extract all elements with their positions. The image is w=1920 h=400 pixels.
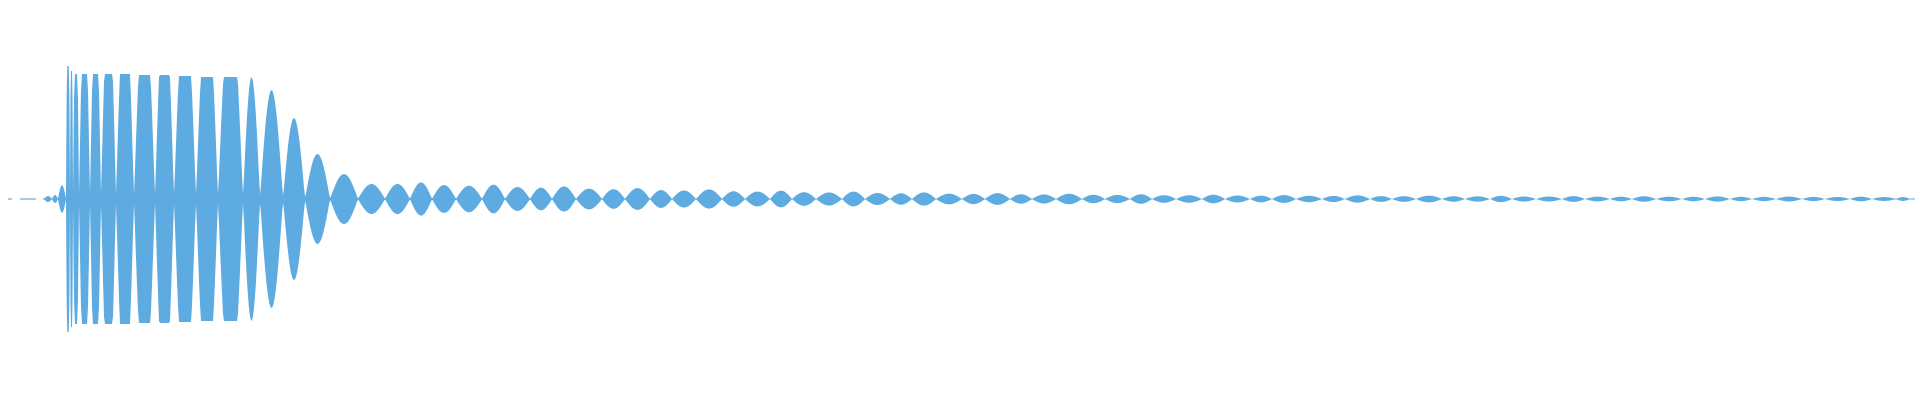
waveform-lobe [722,191,745,207]
waveform-lobe [305,154,330,244]
waveform-lobe [1682,196,1705,202]
waveform-lobe [1010,194,1032,204]
waveform-lobe [1802,196,1825,202]
waveform-lobe [330,174,358,224]
waveform-lobe [196,77,218,321]
waveform-lobe [1536,196,1562,202]
waveform-lobe [1345,195,1370,203]
waveform-lobe [1442,196,1465,202]
waveform-lobe [1250,195,1272,203]
waveform-lobe [1632,196,1656,202]
waveform-lobe [1490,195,1512,203]
waveform-lobe [358,184,385,214]
waveform-lobe [101,74,116,324]
waveform-lobe [672,190,696,208]
waveform-lobe [696,189,722,209]
waveform-lobe [912,192,936,206]
waveform-lobe [1585,196,1610,202]
waveform-lobe [1850,196,1872,202]
waveform-lobe [842,191,865,207]
waveform-lobe [1370,196,1392,202]
waveform-lobe [70,71,73,327]
waveform-lobes [8,66,1915,332]
waveform-lobe [985,193,1010,205]
waveform-lobe [1825,197,1850,201]
waveform-lobe [1392,196,1416,202]
waveform-lobe [385,184,410,214]
waveform-lobe [73,74,79,324]
waveform-lobe [1322,195,1345,203]
waveform-lobe [650,190,672,208]
waveform-lobe [155,75,174,323]
waveform-lobe [602,189,625,209]
waveform-lobe [1776,196,1802,202]
waveform-lobe [962,193,985,205]
waveform-lobe [1105,194,1130,204]
waveform-lobe [52,195,58,203]
waveform-lobe [1416,195,1442,203]
waveform-lobe [1562,196,1585,202]
waveform-lobe [79,74,90,324]
waveform-lobe [456,185,482,213]
waveform-lobe [1225,195,1250,203]
waveform-lobe [1610,196,1632,202]
waveform-lobe [1152,195,1176,203]
waveform-lobe [1705,196,1730,202]
waveform-lobe [505,187,530,211]
waveform-lobe [890,193,912,205]
waveform-lobe [66,66,70,332]
waveform-lobe [218,77,243,321]
waveform-lobe [44,196,52,202]
waveform-lobe [865,193,890,205]
waveform-lobe [134,75,155,323]
waveform-lobe [936,193,962,205]
waveform-lobe [1130,194,1152,204]
waveform-lobe [260,90,283,308]
waveform-lobe [1202,194,1225,204]
waveform-lobe [1056,193,1082,205]
waveform-lobe [530,187,552,211]
waveform-lobe [770,190,792,208]
waveform-lobe [1296,195,1322,203]
waveform-lobe [625,188,650,210]
waveform-lobe [745,191,770,207]
waveform-lobe [174,76,196,322]
waveform-lobe [552,186,576,212]
waveform-lobe [1176,195,1202,203]
waveform-lobe [243,77,260,321]
waveform-lobe [410,182,432,216]
waveform-lobe [1512,196,1536,202]
waveform-lobe [58,185,66,213]
waveform-lobe [116,74,134,324]
waveform-lobe [1752,196,1776,202]
waveform-lobe [1272,195,1296,203]
waveform-lobe [816,192,842,206]
waveform-lobe [1465,196,1490,202]
waveform-lobe [283,118,305,280]
waveform-lobe [1656,196,1682,202]
waveform-lobe [432,185,456,213]
waveform-lobe [90,74,101,324]
waveform-lobe [1082,194,1105,204]
waveform-lobe [1032,194,1056,204]
waveform-lobe [576,188,602,210]
waveform-lobe [482,184,505,214]
waveform-lobe [1730,196,1752,202]
waveform-lobe [792,192,816,206]
